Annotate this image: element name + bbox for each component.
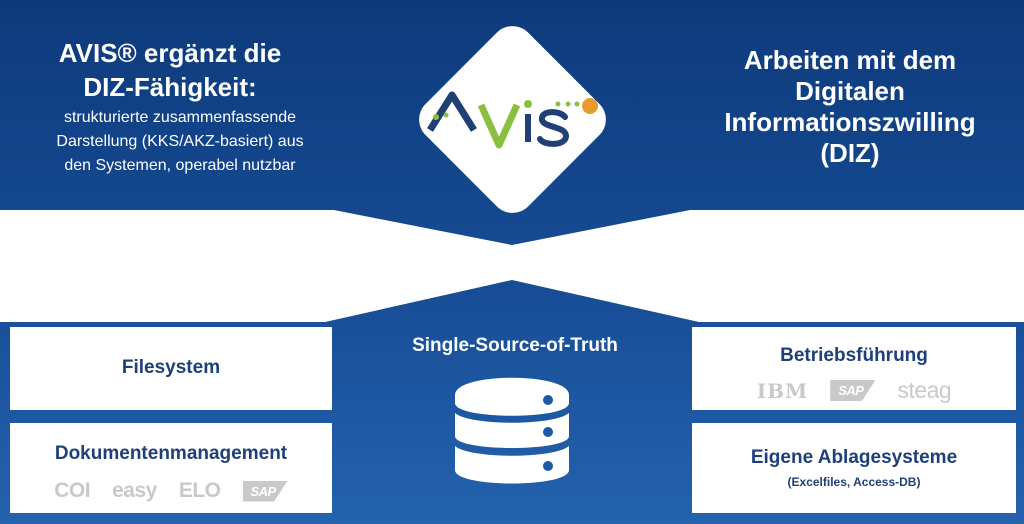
- left-title-line2: DIZ-Fähigkeit:: [83, 72, 257, 102]
- single-source-label: Single-Source-of-Truth: [412, 335, 618, 356]
- left-subtitle: strukturierte zusammenfassende Darstellu…: [15, 106, 345, 178]
- easy-logo: easy: [112, 479, 157, 502]
- steag-logo: steag: [897, 377, 952, 403]
- filesystem-label: Filesystem: [121, 357, 221, 378]
- dms-logos: COI easy ELO SAP: [10, 479, 332, 503]
- operations-logos: IBM SAP steag: [692, 377, 1016, 404]
- sap-logo: SAP: [830, 380, 876, 401]
- left-subtitle-line3: den Systemen, operabel nutzbar: [64, 157, 296, 174]
- left-subtitle-line1: strukturierte zusammenfassende: [63, 109, 297, 126]
- avis-logo: [419, 26, 606, 213]
- left-subtitle-line2: Darstellung (KKS/AKZ-basiert) aus: [56, 133, 304, 150]
- coi-logo: COI: [54, 479, 91, 502]
- left-title: AVIS® ergänzt die DIZ-Fähigkeit:: [20, 36, 320, 104]
- database-icon: [455, 377, 569, 484]
- right-title-line3: Informationszwilling: [724, 107, 976, 137]
- left-title-line1: AVIS® ergänzt die: [58, 38, 282, 68]
- ablagesysteme-box: Eigene Ablagesysteme (Excelfiles, Access…: [692, 423, 1016, 513]
- right-title: Arbeiten mit dem Digitalen Informationsz…: [690, 45, 1010, 169]
- elo-logo: ELO: [178, 479, 221, 502]
- ablagesysteme-sublabel: (Excelfiles, Access-DB): [787, 475, 921, 489]
- sap-logo: SAP: [242, 480, 288, 502]
- dokumentenmanagement-box: Dokumentenmanagement COI easy ELO SAP: [10, 423, 332, 513]
- dokumentenmanagement-label: Dokumentenmanagement: [54, 443, 288, 464]
- filesystem-box: Filesystem: [10, 327, 332, 410]
- ibm-logo: IBM: [756, 378, 809, 403]
- betriebsfuehrung-label: Betriebsführung: [780, 345, 928, 366]
- right-title-line1: Arbeiten mit dem: [743, 45, 957, 75]
- ablagesysteme-label: Eigene Ablagesysteme: [750, 447, 958, 468]
- right-title-line2: Digitalen: [795, 76, 905, 106]
- right-title-line4: (DIZ): [820, 138, 880, 168]
- betriebsfuehrung-box: Betriebsführung IBM SAP steag: [692, 327, 1016, 410]
